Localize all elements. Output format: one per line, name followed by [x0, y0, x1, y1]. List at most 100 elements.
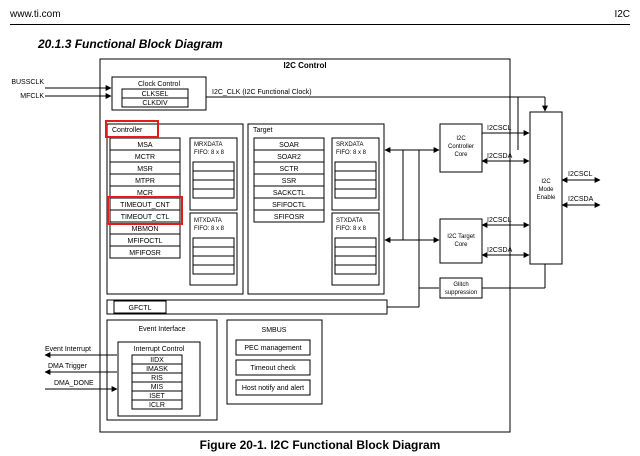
- reg-sackctl: SACKCTL: [273, 190, 305, 197]
- stxdata-box: [331, 212, 380, 286]
- mtxdata-box: [189, 212, 238, 286]
- reg-mis: MIS: [151, 384, 164, 391]
- reg-mctr: MCTR: [135, 154, 155, 161]
- event-interface-box: [106, 319, 218, 421]
- reg-iclr: ICLR: [149, 402, 165, 409]
- reg-imask: IMASK: [146, 366, 168, 373]
- target-reg-boxes: [253, 137, 325, 223]
- mrxdata-fifo: FIFO: 8 x 8: [194, 150, 225, 156]
- reg-mfifoctl: MFIFOCTL: [128, 238, 163, 245]
- section-title: 20.1.3 Functional Block Diagram: [38, 37, 223, 51]
- stxdata-fifo: FIFO: 8 x 8: [336, 226, 367, 232]
- srxdata-cells: [334, 161, 377, 199]
- smbus-timeout: Timeout check: [250, 365, 296, 372]
- stxdata-label: STXDATA: [336, 218, 363, 224]
- glitch-line2: suppression: [445, 290, 477, 296]
- reg-ris: RIS: [151, 375, 163, 382]
- mode-enable-line1: I2C: [541, 179, 551, 185]
- controller-highlight: [105, 120, 159, 138]
- mtxdata-label: MTXDATA: [194, 218, 222, 224]
- event-interface-title: Event Interface: [138, 326, 185, 333]
- srxdata-fifo: FIFO: 8 x 8: [336, 150, 367, 156]
- timeout-highlight: [107, 196, 183, 225]
- reg-iset: ISET: [149, 393, 165, 400]
- ctrl-scl-label: I2CSCL: [487, 125, 512, 132]
- smbus-host-notify: Host notify and alert: [242, 385, 304, 392]
- output-dma-done: DMA_DONE: [54, 380, 94, 387]
- timeout-check-box: [235, 359, 311, 376]
- reg-soar: SOAR: [279, 142, 299, 149]
- mtxdata-fifo: FIFO: 8 x 8: [194, 226, 225, 232]
- mode-enable-line3: Enable: [537, 195, 556, 201]
- reg-sctr: SCTR: [279, 166, 298, 173]
- target-box: [247, 123, 385, 295]
- target-title: Target: [253, 127, 273, 134]
- reg-soar2: SOAR2: [277, 154, 301, 161]
- header-rule: [10, 24, 630, 25]
- input-busclk: BUSSCLK: [11, 79, 44, 86]
- target-reg-labels: SOAR SOAR2 SCTR SSR SACKCTL SFIFOCTL SFI…: [272, 142, 306, 221]
- interrupt-control-box: [117, 341, 201, 417]
- clksel-label: CLKSEL: [142, 91, 169, 98]
- reg-sfifoctl: SFIFOCTL: [272, 202, 306, 209]
- reg-mfifosr: MFIFOSR: [129, 250, 161, 257]
- interrupt-control-title: Interrupt Control: [134, 346, 185, 353]
- mrxdata-cells: [192, 161, 235, 199]
- input-mfclk: MFCLK: [20, 93, 44, 100]
- stxdata-cells: [334, 237, 377, 275]
- controller-title: Controller: [112, 127, 143, 134]
- clock-control-box: [111, 76, 207, 111]
- pec-box: [235, 339, 311, 356]
- out-sda-label: I2CSDA: [568, 196, 594, 203]
- srxdata-box: [331, 137, 380, 211]
- out-scl-label: I2CSCL: [568, 171, 593, 178]
- reg-ssr: SSR: [282, 178, 296, 185]
- controller-core-box: [439, 123, 483, 173]
- controller-reg-labels: MSA MCTR MSR MTPR MCR TIMEOUT_CNT TIMEOU…: [120, 142, 171, 257]
- reg-msa: MSA: [137, 142, 153, 149]
- glitch-line1: Glitch: [453, 282, 468, 288]
- mtxdata-cells: [192, 237, 235, 275]
- section-label: I2C: [614, 9, 630, 20]
- reg-mbmon: MBMON: [132, 226, 159, 233]
- controller-core-line3: Core: [454, 152, 468, 158]
- i2c-control-box: [99, 58, 511, 433]
- reg-sfifosr: SFIFOSR: [274, 214, 304, 221]
- tgt-sda-label: I2CSDA: [487, 247, 513, 254]
- tgt-scl-label: I2CSCL: [487, 217, 512, 224]
- gfctl-label: GFCTL: [129, 305, 152, 312]
- i2c-clk-label: I2C_CLK (I2C Functional Clock): [212, 89, 312, 96]
- interrupt-reg-labels: IIDX IMASK RIS MIS ISET ICLR: [146, 357, 168, 409]
- smbus-box: [226, 319, 323, 405]
- controller-core-line1: I2C: [456, 136, 466, 142]
- main-title: I2C Control: [283, 61, 326, 70]
- highlight-boxes: [105, 120, 183, 225]
- gfctl-box: [113, 300, 167, 314]
- reg-msr: MSR: [137, 166, 153, 173]
- smbus-pec: PEC management: [244, 345, 301, 352]
- mrxdata-box: [189, 137, 238, 211]
- clock-control-title: Clock Control: [138, 81, 180, 88]
- clkdiv-label: CLKDIV: [142, 100, 168, 107]
- connectors: [44, 85, 601, 392]
- smbus-title: SMBUS: [262, 327, 287, 334]
- output-dma-trigger: DMA Trigger: [48, 363, 88, 370]
- mode-enable-line2: Mode: [538, 187, 554, 193]
- figure-caption: Figure 20-1. I2C Functional Block Diagra…: [199, 438, 441, 452]
- target-core-line2: Core: [454, 242, 468, 248]
- clkdiv-box: [121, 97, 189, 108]
- reg-mcr: MCR: [137, 190, 153, 197]
- target-core-box: [439, 218, 483, 264]
- reg-mtpr: MTPR: [135, 178, 155, 185]
- reg-timeout-ctl: TIMEOUT_CTL: [121, 214, 170, 221]
- srxdata-label: SRXDATA: [336, 142, 363, 148]
- ctrl-sda-label: I2CSDA: [487, 153, 513, 160]
- output-event-interrupt: Event Interrupt: [45, 346, 91, 353]
- target-core-line1: I2C Target: [447, 234, 475, 240]
- reg-iidx: IIDX: [150, 357, 164, 364]
- mrxdata-label: MRXDATA: [194, 142, 222, 148]
- page-url: www.ti.com: [10, 9, 61, 20]
- reg-timeout-cnt: TIMEOUT_CNT: [120, 202, 171, 209]
- controller-core-line2: Controller: [448, 144, 474, 150]
